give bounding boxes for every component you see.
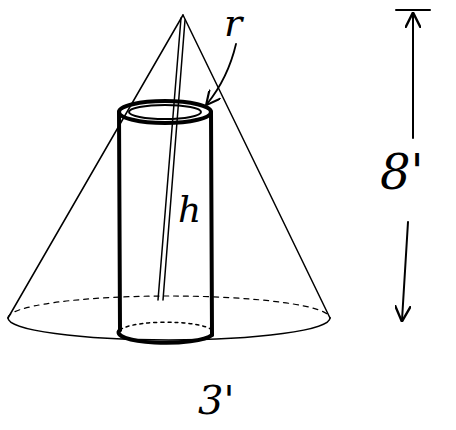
cone-base-front [8, 318, 330, 340]
cylinder-side [119, 112, 120, 330]
cylinder-top [119, 101, 211, 123]
cone-base-back [8, 296, 330, 318]
cone-axis [158, 18, 181, 300]
dimension-label: 3' [196, 380, 236, 420]
radius-leader [207, 44, 236, 104]
dimension-tick [396, 9, 430, 11]
cylinder-bottom-front [119, 330, 212, 343]
cone-side [8, 15, 183, 318]
height-label: h [176, 192, 203, 228]
dimension-line [402, 222, 408, 320]
dimension-line [412, 14, 414, 138]
cylinder-side [211, 112, 212, 335]
cone-side [183, 15, 330, 318]
cylinder-bottom-back [120, 322, 213, 335]
cylinder-top-inner [129, 105, 201, 119]
cone-axis [163, 20, 185, 300]
radius-label: r [222, 4, 244, 42]
dimension-label: 8' [378, 148, 426, 196]
